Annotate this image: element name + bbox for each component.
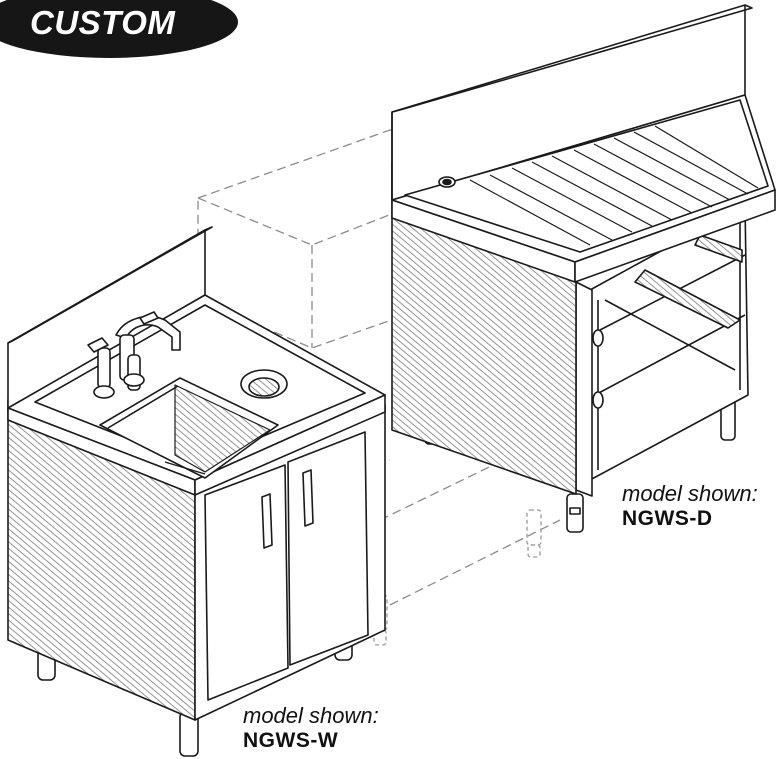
ghost-legs <box>372 509 542 646</box>
sink-unit <box>7 226 386 757</box>
drainboard-caption-label: model shown: <box>622 481 758 506</box>
sink-model-number: NGWS-W <box>243 729 339 752</box>
faucet <box>87 311 181 399</box>
sink-caption: model shown: NGWS-W <box>243 703 379 753</box>
drainboard-caption: model shown: NGWS-D <box>622 481 758 531</box>
drainboard-unit <box>391 4 776 533</box>
sink-caption-label: model shown: <box>243 703 379 728</box>
drainboard-model-number: NGWS-D <box>622 507 713 530</box>
custom-badge-text: CUSTOM <box>30 4 176 41</box>
